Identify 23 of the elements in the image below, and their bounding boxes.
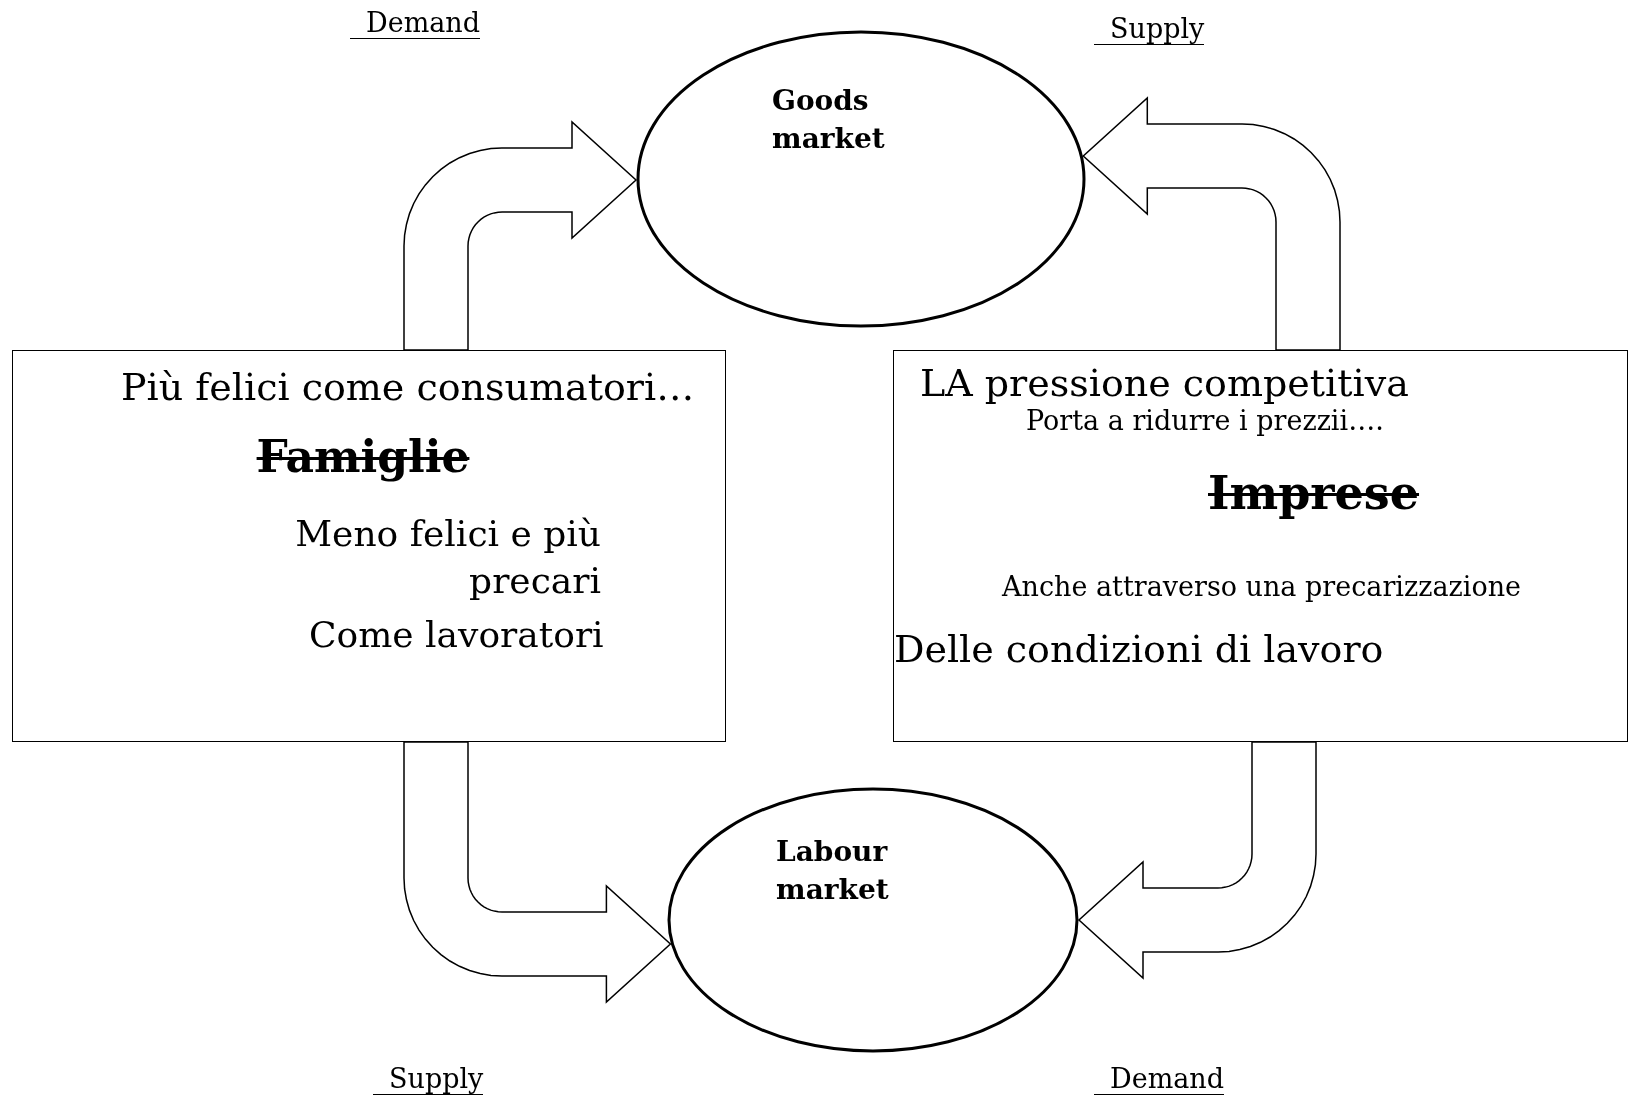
curved-block-arrow <box>1082 96 1341 351</box>
body-text: Meno felici e più precari <box>294 512 601 603</box>
heading-text: Famiglie <box>255 431 471 484</box>
flow-label: Supply <box>373 1064 484 1095</box>
flow-label: Demand <box>1094 1064 1224 1095</box>
curved-block-arrow <box>403 120 638 351</box>
heading-text: Imprese <box>1208 466 1420 522</box>
body-text: LA pressione competitiva <box>920 361 1409 407</box>
curved-block-arrow <box>403 741 672 1004</box>
sector-box <box>893 350 1628 742</box>
market-ellipse <box>636 30 1086 328</box>
node-label: Labour market <box>776 834 890 908</box>
body-text: Come lavoratori <box>309 613 604 657</box>
node-label: Goods market <box>772 83 886 157</box>
curved-block-arrow <box>1077 741 1317 980</box>
flow-label: Supply <box>1094 14 1205 45</box>
flow-label: Demand <box>350 8 480 39</box>
market-ellipse <box>667 787 1079 1053</box>
body-text: Porta a ridurre i prezzii…. <box>1026 405 1384 438</box>
body-text: Anche attraverso una precarizzazione <box>1002 571 1521 604</box>
body-text: Più felici come consumatori… <box>121 365 695 411</box>
body-text: Delle condizioni di lavoro <box>894 627 1384 673</box>
sector-box <box>12 350 726 742</box>
